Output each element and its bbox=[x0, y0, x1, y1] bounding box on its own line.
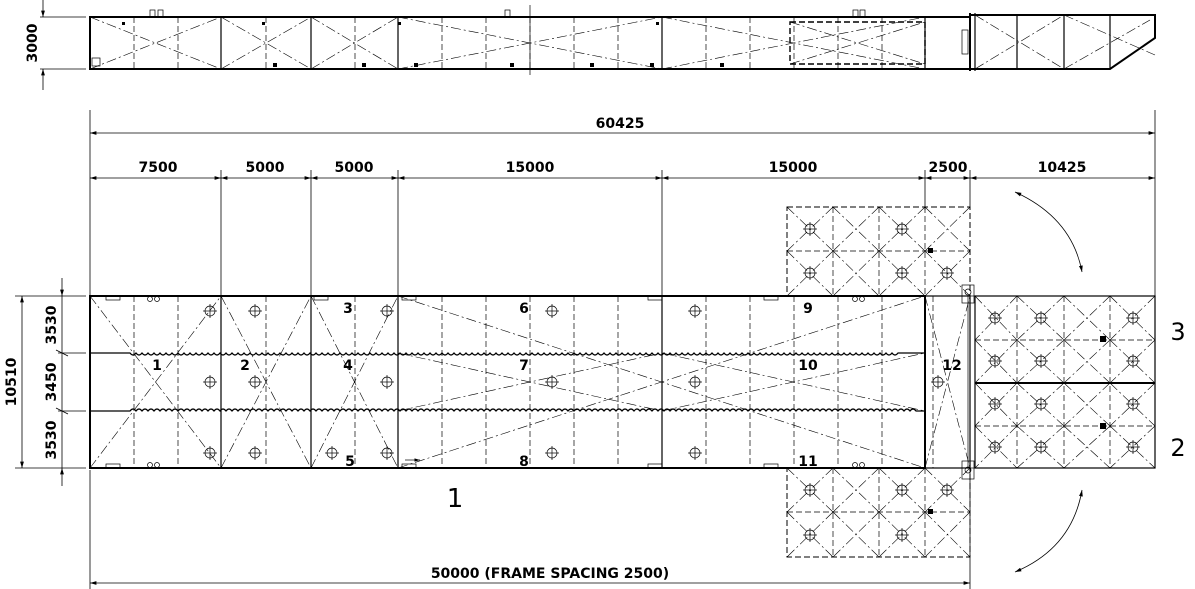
compartment-label: 10 bbox=[798, 358, 818, 374]
segment-label: 5000 bbox=[335, 160, 374, 176]
segment-label: 7500 bbox=[139, 160, 178, 176]
width-label: 3530 bbox=[44, 420, 60, 459]
folded-module-upper bbox=[786, 206, 971, 297]
folded-module-lower bbox=[786, 467, 971, 558]
segment-label: 2500 bbox=[929, 160, 968, 176]
width-label: 3450 bbox=[44, 362, 60, 401]
compartment-label: 5 bbox=[345, 454, 355, 470]
compartment-label: 8 bbox=[519, 454, 529, 470]
compartment-label: 12 bbox=[942, 358, 961, 374]
segment-label: 5000 bbox=[246, 160, 285, 176]
height-dimension: 3000 bbox=[25, 0, 86, 90]
plan-view: 1 2 3 4 5 6 7 8 9 10 11 12 bbox=[89, 295, 971, 470]
bottom-length-label: 50000 (FRAME SPACING 2500) bbox=[431, 566, 669, 582]
compartment-label: 9 bbox=[803, 301, 813, 317]
module-label-upper-right: 3 bbox=[1170, 318, 1185, 346]
rotation-arrow-lower bbox=[1014, 489, 1083, 573]
rotation-arrow-upper bbox=[1014, 191, 1083, 273]
segment-label: 15000 bbox=[769, 160, 818, 176]
module-label-main: 1 bbox=[447, 484, 464, 514]
compartment-label: 1 bbox=[152, 358, 162, 374]
segment-label: 15000 bbox=[506, 160, 555, 176]
segment-dimensions: 7500 5000 5000 15000 15000 2500 10425 bbox=[90, 160, 1155, 296]
compartment-label: 2 bbox=[240, 358, 250, 374]
compartment-labels: 1 2 3 4 5 6 7 8 9 10 11 12 bbox=[152, 301, 962, 470]
width-label: 3530 bbox=[44, 305, 60, 344]
overall-length-label: 60425 bbox=[596, 116, 645, 132]
module-label-lower-right: 2 bbox=[1170, 434, 1185, 462]
side-elevation: 3000 bbox=[25, 0, 1156, 90]
overall-width-label: 10510 bbox=[4, 357, 20, 406]
segment-label: 10425 bbox=[1038, 160, 1087, 176]
compartment-label: 3 bbox=[343, 301, 353, 317]
compartment-label: 7 bbox=[519, 358, 529, 374]
compartment-label: 6 bbox=[519, 301, 529, 317]
compartment-label: 11 bbox=[798, 454, 817, 470]
compartment-label: 4 bbox=[343, 358, 353, 374]
bottom-length-dimension: 50000 (FRAME SPACING 2500) bbox=[89, 470, 971, 589]
overall-length-dimension: 60425 bbox=[89, 110, 1156, 296]
bow-module bbox=[961, 284, 1156, 480]
height-label: 3000 bbox=[25, 23, 41, 62]
width-dimensions: 10510 3530 3450 3530 bbox=[4, 278, 86, 486]
